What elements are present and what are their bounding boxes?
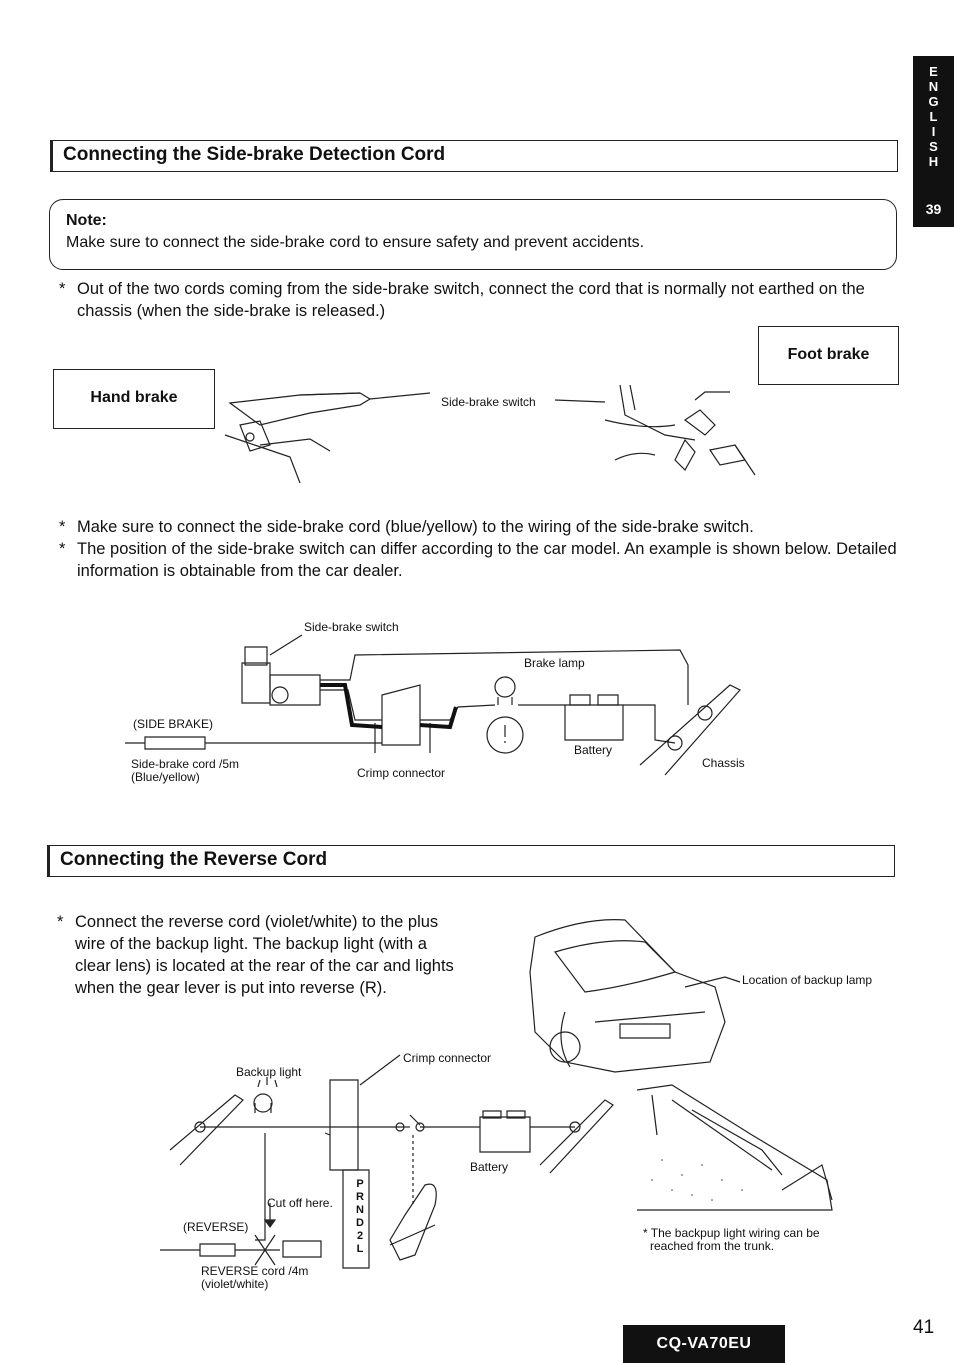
trunk-note-line: reached from the trunk. (650, 1239, 775, 1253)
tab-letter: E (929, 64, 938, 79)
hand-brake-illustration (220, 385, 420, 485)
fig3-crimp-label: Crimp connector (403, 1051, 492, 1065)
bullet-text: Out of the two cords coming from the sid… (77, 280, 865, 320)
side-brake-tag: (SIDE BRAKE) (133, 717, 214, 731)
reverse-wiring-diagram (155, 1055, 615, 1285)
foot-brake-label: Foot brake (758, 326, 899, 385)
bullet-text: The position of the side-brake switch ca… (77, 540, 897, 580)
note-box: Note: Make sure to connect the side-brak… (49, 199, 897, 270)
gear-letter: L (356, 1243, 364, 1255)
language-tab: E N G L I S H 39 (913, 56, 954, 227)
bullet-line: when the gear lever is put into reverse … (75, 979, 387, 997)
fig2-crimp-label: Crimp connector (357, 766, 446, 780)
bullet-item: * The position of the side-brake switch … (59, 540, 897, 580)
fig2-battery-label: Battery (574, 743, 613, 757)
backup-lamp-location-label: Location of backup lamp (742, 973, 873, 987)
trunk-note-text: The backpup light wiring can be (650, 1226, 820, 1240)
gear-letter: N (356, 1204, 364, 1216)
tab-letter: S (929, 139, 938, 154)
gear-letter: 2 (356, 1230, 364, 1242)
reverse-cord-color: (violet/white) (201, 1277, 269, 1291)
gear-selector: P R N D 2 L (352, 1178, 368, 1256)
tab-letter: I (931, 124, 936, 139)
note-text: Make sure to connect the side-brake cord… (66, 234, 645, 251)
tab-letter: N (928, 79, 939, 94)
bullet-line: clear lens) is located at the rear of th… (75, 957, 454, 975)
chassis-label: Chassis (702, 756, 745, 770)
section-title-side-brake: Connecting the Side-brake Detection Cord (50, 140, 898, 172)
gear-letter: D (356, 1217, 364, 1229)
backup-light-label: Backup light (236, 1065, 302, 1079)
bullet-text: Make sure to connect the side-brake cord… (77, 518, 754, 536)
bullet-item: * Connect the reverse cord (violet/white… (57, 911, 495, 999)
side-brake-cord-color: (Blue/yellow) (131, 770, 200, 784)
gear-letter: R (356, 1191, 364, 1203)
cut-off-label: Cut off here. (267, 1196, 333, 1210)
tab-letter: G (928, 94, 939, 109)
bullet-item: * Make sure to connect the side-brake co… (59, 518, 754, 536)
fig3-battery-label: Battery (470, 1160, 509, 1174)
section-title-reverse: Connecting the Reverse Cord (47, 845, 895, 877)
gear-letter: P (356, 1178, 364, 1190)
side-brake-cord-label: Side-brake cord /5m (131, 757, 240, 771)
car-rear-illustration (525, 912, 745, 1082)
section-number: 39 (925, 201, 942, 217)
brake-lamp-label: Brake lamp (524, 656, 585, 670)
fig2-switch-label: Side-brake switch (304, 620, 399, 634)
reverse-tag: (REVERSE) (183, 1220, 249, 1234)
bullet-item: * Out of the two cords coming from the s… (59, 280, 865, 320)
bullet-line: wire of the backup light. The backup lig… (75, 935, 427, 953)
bullet-line: Connect the reverse cord (violet/white) … (75, 913, 439, 931)
tab-letter: H (928, 154, 939, 169)
side-brake-switch-label: Side-brake switch (441, 395, 536, 409)
trunk-illustration (632, 1080, 842, 1220)
foot-brake-illustration (545, 380, 765, 480)
reverse-cord-label: REVERSE cord /4m (201, 1264, 309, 1278)
hand-brake-label: Hand brake (53, 369, 215, 429)
side-brake-wiring-diagram (120, 625, 760, 795)
note-title: Note: (66, 212, 107, 229)
trunk-note-line: * The backpup light wiring can be (643, 1226, 820, 1240)
tab-letter: L (929, 109, 938, 124)
page-number: 41 (913, 1317, 935, 1338)
model-badge: CQ-VA70EU (623, 1325, 785, 1363)
